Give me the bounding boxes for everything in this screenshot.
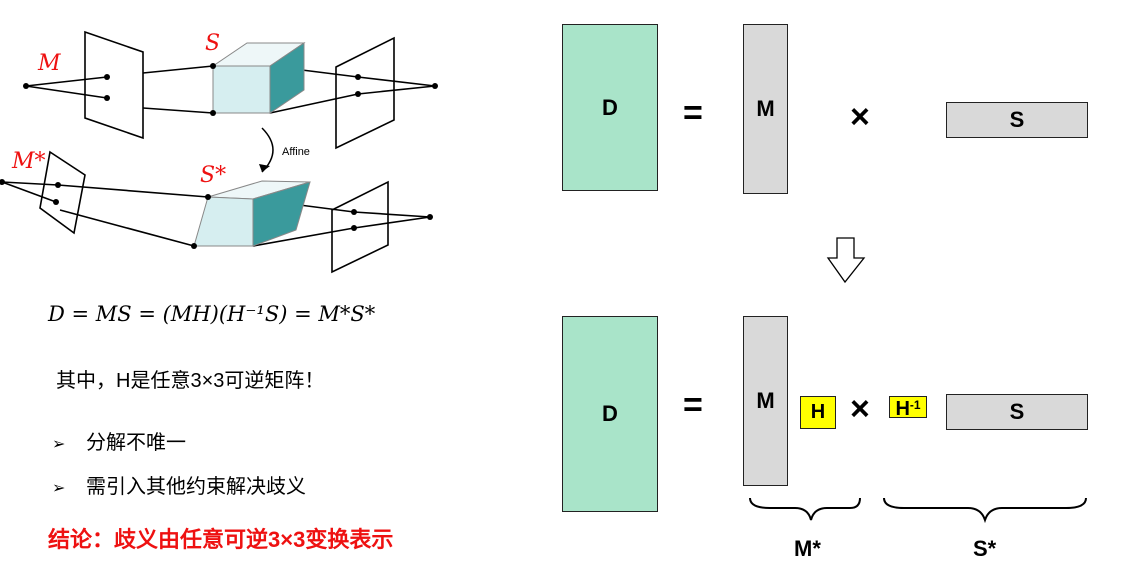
label-S: S xyxy=(205,31,220,56)
down-arrow-icon xyxy=(826,237,866,284)
bullet-arrow-icon: ➢ xyxy=(52,480,66,497)
brace-M-star xyxy=(749,497,861,521)
bullet-arrow-icon: ➢ xyxy=(52,436,66,453)
matrix-H: H xyxy=(800,396,836,429)
brace-label-S-star: S* xyxy=(973,536,997,561)
cube-front-face xyxy=(212,65,271,114)
factorization-equation: D = MS = (MH)(H⁻¹S) = M*S* xyxy=(48,302,376,326)
matrix-D-bottom: D xyxy=(562,316,658,512)
cube-side-face xyxy=(269,42,305,114)
equals-sign-bottom: = xyxy=(683,386,703,424)
h-inverse-base: H xyxy=(895,398,910,420)
bottom-scene xyxy=(1,150,431,274)
h-note: 其中，H是任意3×3可逆矩阵！ xyxy=(56,370,325,392)
matrix-D-top: D xyxy=(562,24,658,191)
brace-graphics xyxy=(749,497,1087,524)
top-scene xyxy=(25,30,436,150)
conclusion: 结论：歧义由任意可逆3×3变换表示 xyxy=(48,527,394,552)
brace-S-star xyxy=(883,497,1087,524)
matrix-S-top: S xyxy=(946,102,1088,138)
h-inverse-superscript: -1 xyxy=(909,398,921,412)
affine-label: Affine xyxy=(282,146,310,158)
bullet-item: ➢ 需引入其他约束解决歧义 xyxy=(52,470,306,499)
brace-label-M-star: M* xyxy=(794,536,821,561)
bottom-skewed-cube xyxy=(193,180,311,247)
skewed-front-face xyxy=(193,196,254,247)
skewed-camera-plane xyxy=(39,150,86,235)
equals-sign-top: = xyxy=(683,94,703,132)
matrix-H-inverse: H-1 xyxy=(889,396,927,420)
skewed-side-face xyxy=(252,181,311,247)
label-M: M xyxy=(37,51,61,76)
matrix-S-bottom: S xyxy=(946,394,1088,430)
times-sign-top: × xyxy=(850,98,870,136)
bullet-text: 分解不唯一 xyxy=(86,432,186,454)
times-sign-bottom: × xyxy=(850,390,870,428)
matrix-M-bottom: M xyxy=(743,316,788,486)
label-M-star: M* xyxy=(11,149,46,174)
left-camera-plane xyxy=(84,30,144,140)
matrix-M-top: M xyxy=(743,24,788,194)
bullet-text: 需引入其他约束解决歧义 xyxy=(86,476,306,498)
affine-ambiguity-diagram: Affine M S M* S* xyxy=(0,30,438,274)
top-cube xyxy=(211,42,306,114)
label-S-star: S* xyxy=(200,163,226,188)
bullet-item: ➢ 分解不唯一 xyxy=(52,426,186,455)
